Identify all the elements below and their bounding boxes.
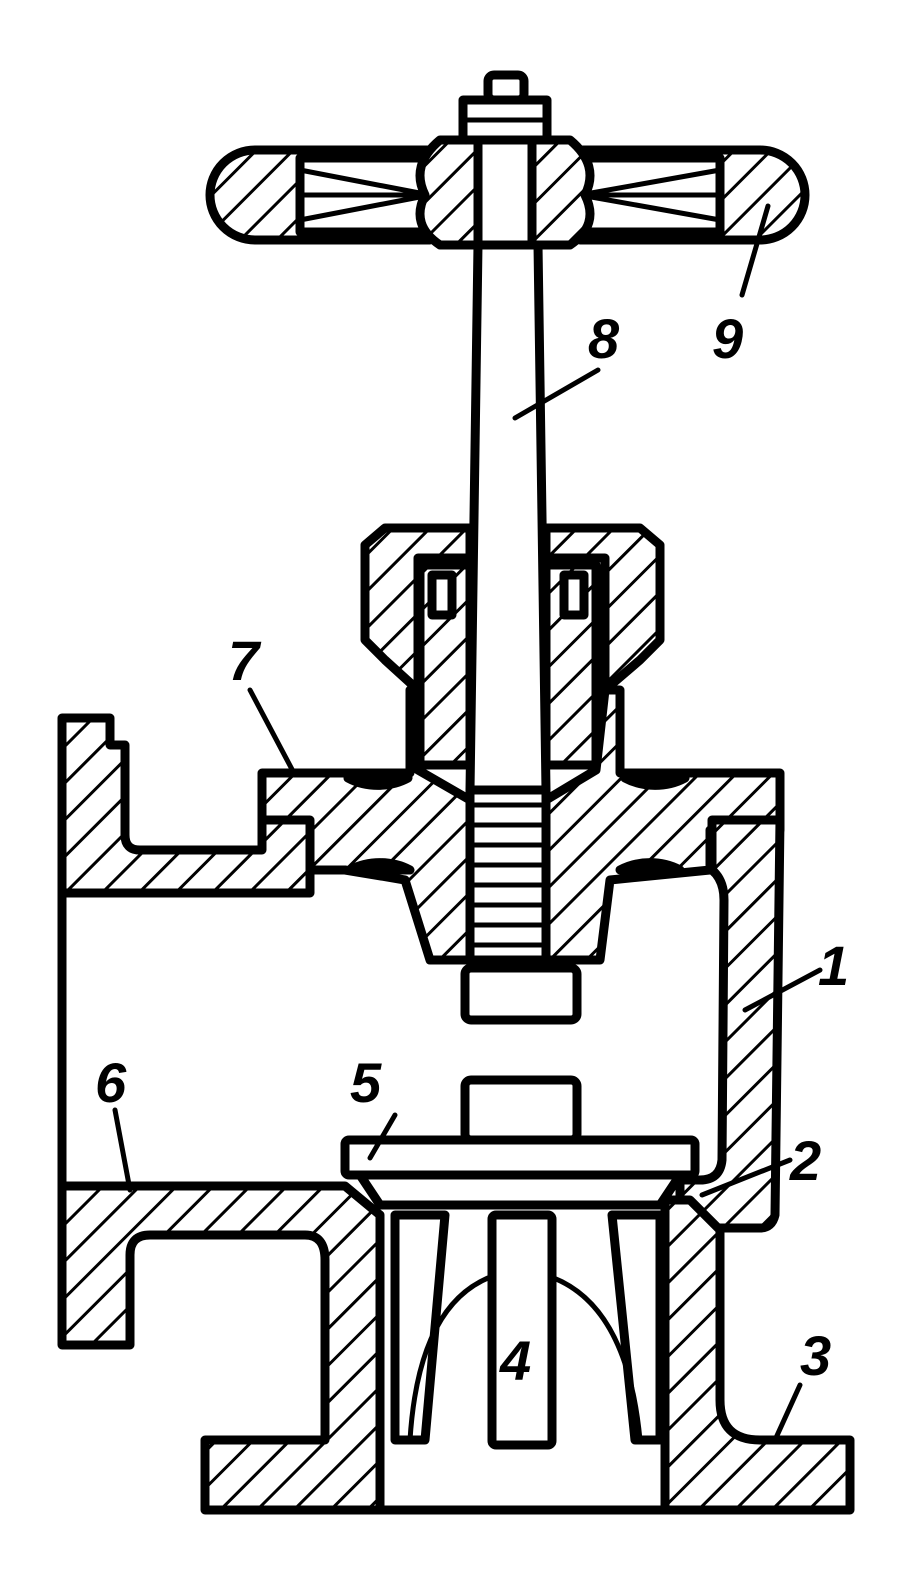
callout-7: 7 [228, 629, 262, 692]
valve-body [57, 713, 855, 1515]
handwheel [205, 70, 810, 250]
callout-4: 4 [499, 1329, 531, 1392]
callout-3: 3 [800, 1324, 831, 1387]
bonnet [257, 685, 785, 1025]
valve-disc [340, 1075, 700, 1210]
callout-9: 9 [712, 307, 743, 370]
callout-6: 6 [95, 1051, 127, 1114]
callout-labels: 9 8 7 1 6 5 2 4 3 [95, 307, 849, 1392]
callout-1: 1 [818, 934, 849, 997]
disc-guide [390, 1210, 665, 1450]
callout-2: 2 [789, 1129, 821, 1192]
gland-nut [360, 523, 665, 770]
spindle [465, 240, 551, 795]
leader-lines [112, 203, 823, 1443]
callout-8: 8 [588, 307, 620, 370]
spindle-thread [465, 785, 551, 965]
callout-5: 5 [350, 1051, 382, 1114]
